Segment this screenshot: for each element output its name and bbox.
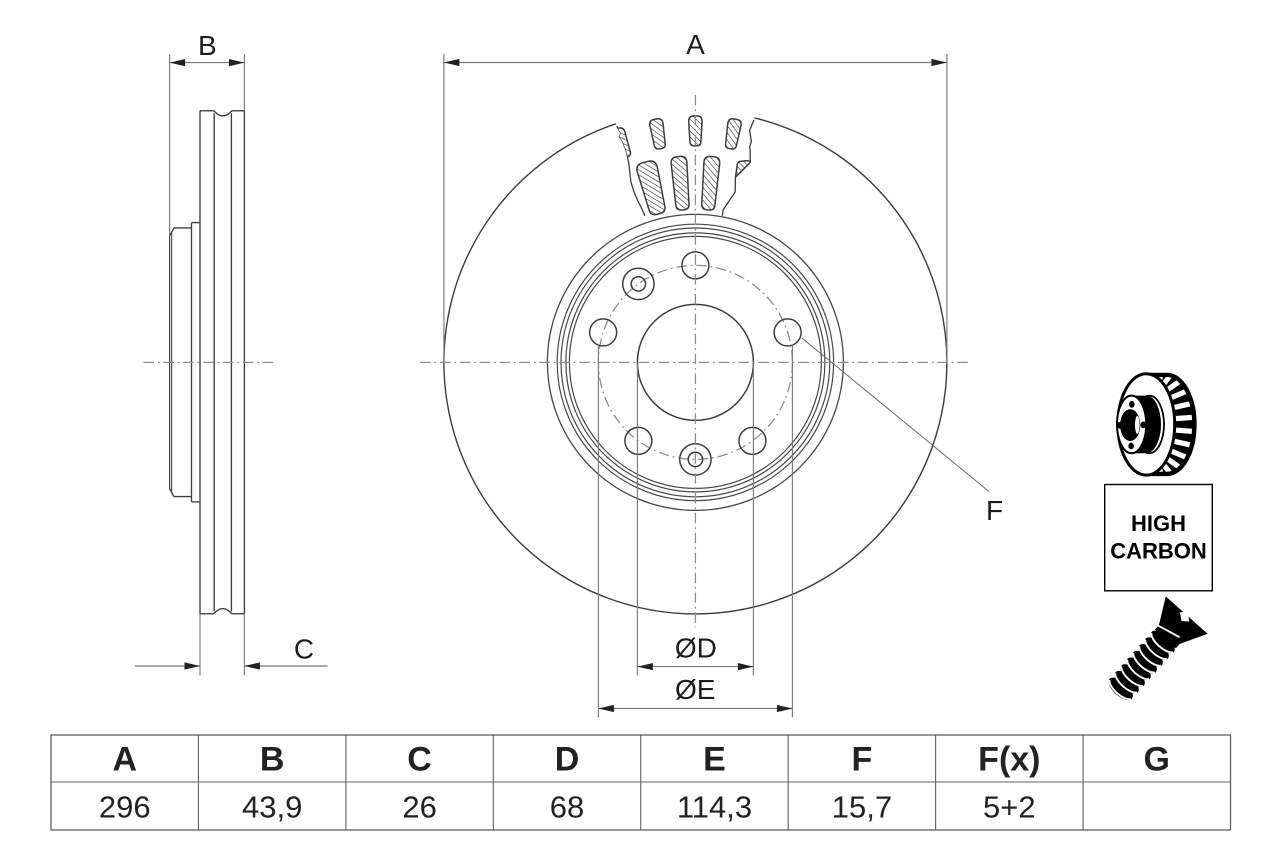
svg-text:ØE: ØE: [675, 674, 715, 705]
svg-text:E: E: [703, 741, 726, 779]
svg-text:F(x): F(x): [978, 741, 1040, 779]
svg-text:68: 68: [550, 789, 584, 824]
svg-text:G: G: [1144, 741, 1170, 779]
svg-text:26: 26: [402, 789, 436, 824]
svg-text:D: D: [555, 741, 580, 779]
svg-text:114,3: 114,3: [677, 789, 752, 824]
svg-text:A: A: [112, 741, 137, 779]
svg-text:296: 296: [99, 789, 151, 824]
svg-text:C: C: [407, 741, 432, 779]
svg-text:F: F: [852, 741, 873, 779]
svg-text:ØD: ØD: [675, 633, 717, 664]
svg-text:F: F: [986, 495, 1003, 526]
svg-text:43,9: 43,9: [242, 789, 302, 824]
svg-text:CARBON: CARBON: [1110, 539, 1207, 564]
svg-text:HIGH: HIGH: [1131, 511, 1186, 536]
svg-text:15,7: 15,7: [832, 789, 892, 824]
svg-text:B: B: [260, 741, 285, 779]
svg-text:B: B: [198, 30, 217, 61]
svg-text:C: C: [294, 634, 314, 665]
svg-text:5+2: 5+2: [983, 789, 1036, 824]
svg-text:A: A: [686, 29, 705, 60]
